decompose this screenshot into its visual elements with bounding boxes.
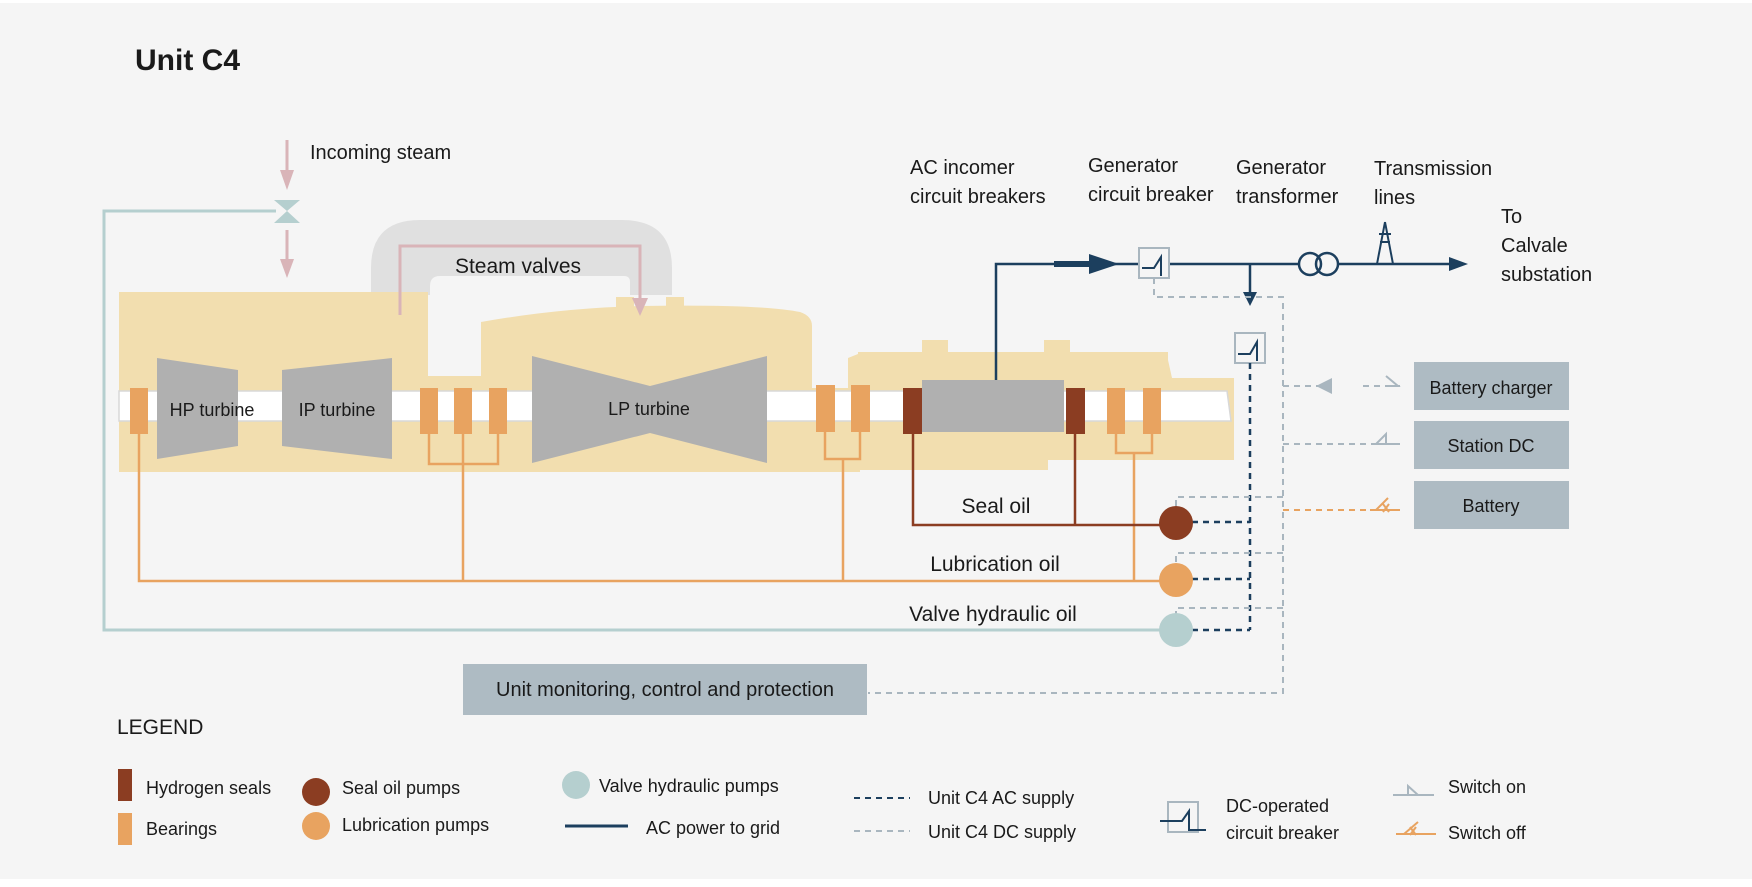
generator-transformer-label-line2: transformer [1236,186,1339,208]
generator [922,380,1064,432]
legend-heading: LEGEND [117,716,203,739]
seal-oil-line [911,434,1176,527]
legend-valve-hydraulic-pump-swatch [562,771,590,799]
legend-switch-on-icon [1393,783,1434,796]
legend-hydrogen-seal-swatch [118,769,132,801]
legend: LEGEND Hydrogen seals Bearings Seal oil … [117,716,1527,845]
battery-charger-arrowhead [1316,378,1332,394]
bearing [454,388,472,434]
grid-arrowhead [1449,257,1468,271]
lp-casing-bump-left [616,297,634,309]
legend-dc-cb-label-line2: circuit breaker [1226,823,1339,843]
generator-circuit-breaker [1138,247,1170,279]
battery-charger-box [1414,362,1569,410]
valve-hydraulic-oil-line [102,209,1176,632]
legend-bearing-swatch [118,813,132,845]
transmission-lines-label-line2: lines [1374,187,1415,209]
unit-monitoring-label: Unit monitoring, control and protection [496,679,834,701]
lubrication-oil-lines [137,432,1176,583]
battery-box [1414,481,1569,529]
generator-transformer [1314,251,1340,277]
transmission-tower-icon [1376,221,1394,265]
steam-valves-label: Steam valves [455,255,581,278]
hydrogen-seal [1066,388,1085,434]
bearing [130,388,148,434]
ip-turbine [282,358,392,459]
destination-label-line3: substation [1501,264,1592,286]
bearing [851,385,870,432]
bearing [1143,388,1161,434]
legend-switch-off-icon [1396,821,1436,836]
bearing [816,385,835,432]
legend-dc-cb-label-line1: DC-operated [1226,796,1329,816]
unit-monitoring-box [463,664,867,715]
bearing [420,388,438,434]
unit-ac-supply-arrowhead [1243,292,1257,306]
legend-lubrication-pump-swatch [302,812,330,840]
legend-hydrogen-seals-label: Hydrogen seals [146,778,271,798]
incoming-steam-label: Incoming steam [310,142,451,164]
legend-unit-dc-supply-label: Unit C4 DC supply [928,822,1076,842]
transmission-lines-label-line1: Transmission [1374,158,1492,180]
lubrication-pump [1159,563,1193,597]
generator-transformer [1297,251,1323,277]
battery-charger-label: Battery charger [1429,378,1552,398]
steam-valve-arrowhead [632,298,648,316]
battery-label: Battery [1462,496,1519,516]
battery-switch-off-icon [1370,497,1400,513]
legend-bearings-label: Bearings [146,819,217,839]
legend-seal-oil-pump-swatch [302,778,330,806]
destination-label-line2: Calvale [1501,235,1568,257]
legend-dc-circuit-breaker-icon [1160,801,1206,833]
bearing [1107,388,1125,434]
seal-oil-label: Seal oil [962,495,1031,518]
steam-valve-pipe [398,244,642,315]
station-dc-switch-on-icon [1373,431,1400,445]
ac-incomer-label-line1: AC incomer [910,157,1015,179]
generator-cb-label-line2: circuit breaker [1088,184,1214,206]
generator-bump-left [922,340,948,354]
legend-valve-hydraulic-pumps-label: Valve hydraulic pumps [599,776,779,796]
legend-lubrication-pumps-label: Lubrication pumps [342,815,489,835]
generator-cb-label-line1: Generator [1088,155,1178,177]
ac-incomer-label-line2: circuit breakers [910,186,1046,208]
hydrogen-seal [903,388,922,434]
ac-power-to-grid-line [994,261,1450,380]
legend-switch-on-label: Switch on [1448,777,1526,797]
valve-hydraulic-oil-label: Valve hydraulic oil [909,603,1077,626]
legend-switch-off-label: Switch off [1448,823,1527,843]
diagram-title: Unit C4 [135,44,240,77]
steam-stop-valve [274,200,300,223]
lp-turbine-label: LP turbine [608,399,690,419]
legend-unit-ac-supply-label: Unit C4 AC supply [928,788,1074,808]
legend-ac-power-to-grid-label: AC power to grid [646,818,780,838]
ac-flow-arrowhead [1089,254,1119,274]
destination-label-line1: To [1501,206,1522,228]
generator-transformer-label-line1: Generator [1236,157,1326,179]
steam-to-turbine-arrowhead [280,259,294,278]
station-dc-label: Station DC [1447,436,1534,456]
bearing [489,388,507,434]
generator-bump-right [1044,340,1070,354]
seal-oil-pump [1159,506,1193,540]
ip-turbine-label: IP turbine [299,400,376,420]
station-dc-box [1414,421,1569,469]
ac-incomer-circuit-breaker [1234,332,1266,364]
legend-seal-oil-pumps-label: Seal oil pumps [342,778,460,798]
valve-hydraulic-pump [1159,613,1193,647]
hp-turbine [157,358,238,459]
hp-turbine-label: HP turbine [170,400,255,420]
incoming-steam-arrowhead [280,170,294,190]
lp-turbine [532,356,767,463]
steam-valve-arch [371,220,672,295]
lp-casing-bump-right [666,297,684,309]
lubrication-oil-label: Lubrication oil [930,553,1060,576]
